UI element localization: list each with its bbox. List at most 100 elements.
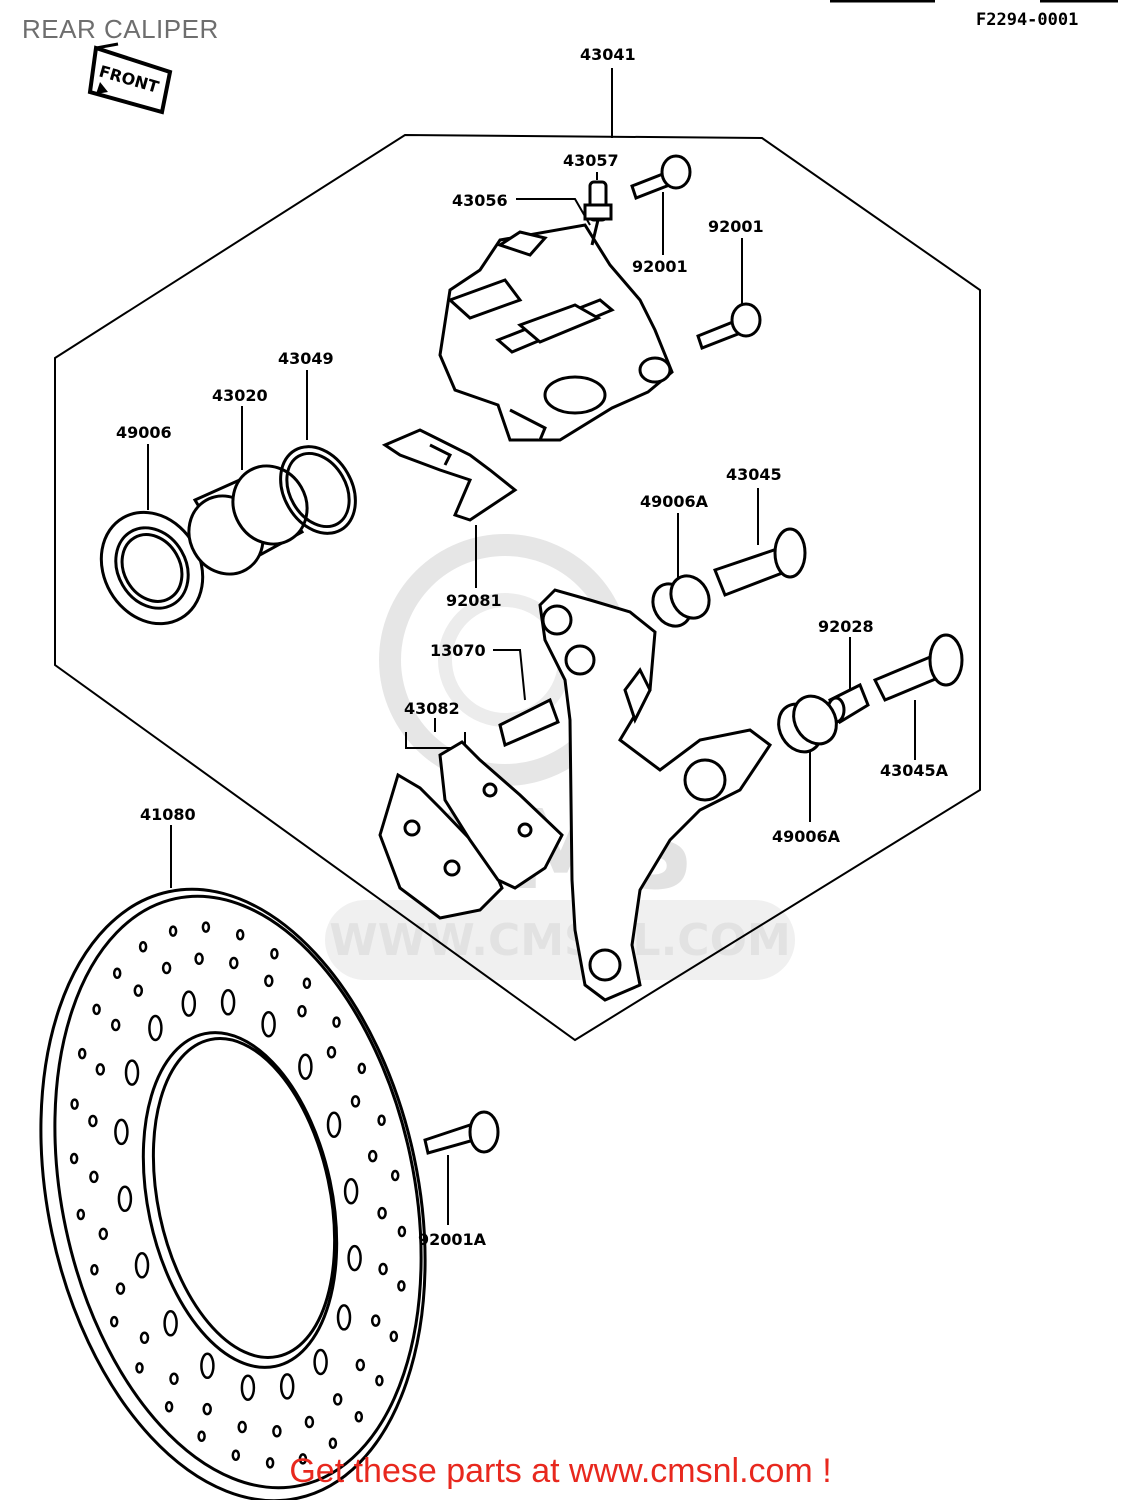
disc-hole xyxy=(168,925,178,937)
front-arrow-icon: FRONT xyxy=(87,42,173,115)
disc-hole xyxy=(194,952,204,965)
disc-hole xyxy=(370,1314,381,1327)
disc-hole xyxy=(397,1225,407,1238)
slide-pin xyxy=(713,527,807,597)
figure-code: F2294-0001 xyxy=(976,10,1079,30)
disc-hole xyxy=(163,1310,178,1337)
disc-hole xyxy=(235,928,245,941)
disc-hole xyxy=(161,961,172,975)
disc-holes xyxy=(69,921,407,1469)
disc-hole xyxy=(298,1453,308,1465)
disc-hole xyxy=(279,1373,295,1400)
disc-hole xyxy=(135,1362,144,1374)
disc-hole xyxy=(302,977,312,990)
assembly-boundary xyxy=(54,133,981,1042)
disc-hole xyxy=(229,956,239,970)
part-label: 43049 xyxy=(278,349,334,368)
disc-hole xyxy=(133,984,144,997)
disc-hole xyxy=(397,1280,406,1292)
disc-hole xyxy=(92,1003,101,1016)
disc-hole xyxy=(88,1114,98,1128)
disc-hole xyxy=(332,1016,341,1028)
disc-hole xyxy=(181,990,197,1017)
disc-hole xyxy=(240,1374,256,1401)
caliper-bolt-upper xyxy=(630,154,692,200)
disc-hole xyxy=(200,1352,215,1380)
disc-hole xyxy=(77,1047,87,1060)
pad-shim xyxy=(498,697,560,748)
disc-hole xyxy=(354,1411,364,1423)
disc-hole xyxy=(138,940,148,953)
watermark-url: WWW.CMSNL.COM xyxy=(329,915,791,966)
disc-hole xyxy=(328,1437,338,1450)
disc-hole xyxy=(169,1372,179,1386)
disc-hole xyxy=(347,1244,362,1272)
pad-spring xyxy=(381,428,518,522)
part-label: 13070 xyxy=(430,641,486,660)
pin-boot-upper xyxy=(651,574,711,628)
disc-hole xyxy=(139,1331,150,1345)
disc-bolt xyxy=(423,1110,500,1155)
pin-boot-lower xyxy=(777,694,838,754)
disc-hole xyxy=(389,1330,399,1343)
part-label: 49006A xyxy=(772,827,841,846)
disc-hole xyxy=(378,1262,388,1276)
disc-hole xyxy=(110,1018,121,1032)
caliper-bolt-lower xyxy=(696,302,762,350)
caliper-body xyxy=(438,223,674,442)
slide-pin-a xyxy=(872,633,964,702)
disc-hole xyxy=(89,1170,99,1184)
disc-hole xyxy=(336,1304,352,1331)
disc-hole xyxy=(114,1118,129,1146)
disc-hole xyxy=(326,1045,337,1059)
disc-hole xyxy=(237,1420,247,1434)
disc-hole xyxy=(375,1374,384,1387)
disc-hole xyxy=(270,947,279,960)
disc-hole xyxy=(69,1152,79,1165)
disc-hole xyxy=(350,1095,361,1108)
disc-hole xyxy=(264,974,274,988)
disc-hole xyxy=(377,1206,387,1220)
disc-hole xyxy=(202,1402,212,1416)
part-label: 92001 xyxy=(708,217,764,236)
disc-hole xyxy=(112,967,122,979)
disc-hole xyxy=(367,1149,378,1163)
dust-seal xyxy=(279,445,357,535)
part-label: 41080 xyxy=(140,805,196,824)
caliper-bracket xyxy=(538,588,773,1002)
disc-hole xyxy=(76,1208,86,1221)
disc-hole xyxy=(98,1227,109,1241)
part-label: 49006A xyxy=(640,492,709,511)
disc-hole xyxy=(90,1263,99,1276)
disc-hole xyxy=(261,1010,276,1038)
disc-hole xyxy=(297,1004,307,1018)
disc-hole xyxy=(148,1014,163,1042)
page-title: REAR CALIPER xyxy=(22,14,219,44)
bleed-valve xyxy=(583,180,613,246)
disc-hole xyxy=(115,1282,126,1295)
part-label: 43056 xyxy=(452,191,508,210)
part-label: 92028 xyxy=(818,617,874,636)
disc-hole xyxy=(272,1425,282,1438)
part-label: 43020 xyxy=(212,386,268,405)
part-label: 43045 xyxy=(726,465,782,484)
brake-pads xyxy=(378,740,564,920)
disc-hole xyxy=(265,1457,275,1469)
disc-hole xyxy=(298,1053,313,1080)
disc-hole xyxy=(109,1315,119,1328)
disc-hole xyxy=(220,989,236,1016)
caliper-piston xyxy=(187,464,309,576)
part-label: 92001A xyxy=(418,1230,487,1249)
disc-hole xyxy=(326,1111,342,1138)
brake-disc xyxy=(39,887,427,1503)
disc-hole xyxy=(390,1169,400,1182)
disc-hole xyxy=(70,1098,79,1110)
part-labels: 43041 43057 43056 92001 92001 43049 4302… xyxy=(116,45,949,1249)
disc-hole xyxy=(134,1252,150,1279)
disc-hole xyxy=(357,1062,367,1075)
disc-hole xyxy=(117,1185,133,1213)
shop-cta-link[interactable]: Get these parts at www.cmsnl.com ! xyxy=(289,1452,832,1490)
part-label: 43041 xyxy=(580,45,636,64)
